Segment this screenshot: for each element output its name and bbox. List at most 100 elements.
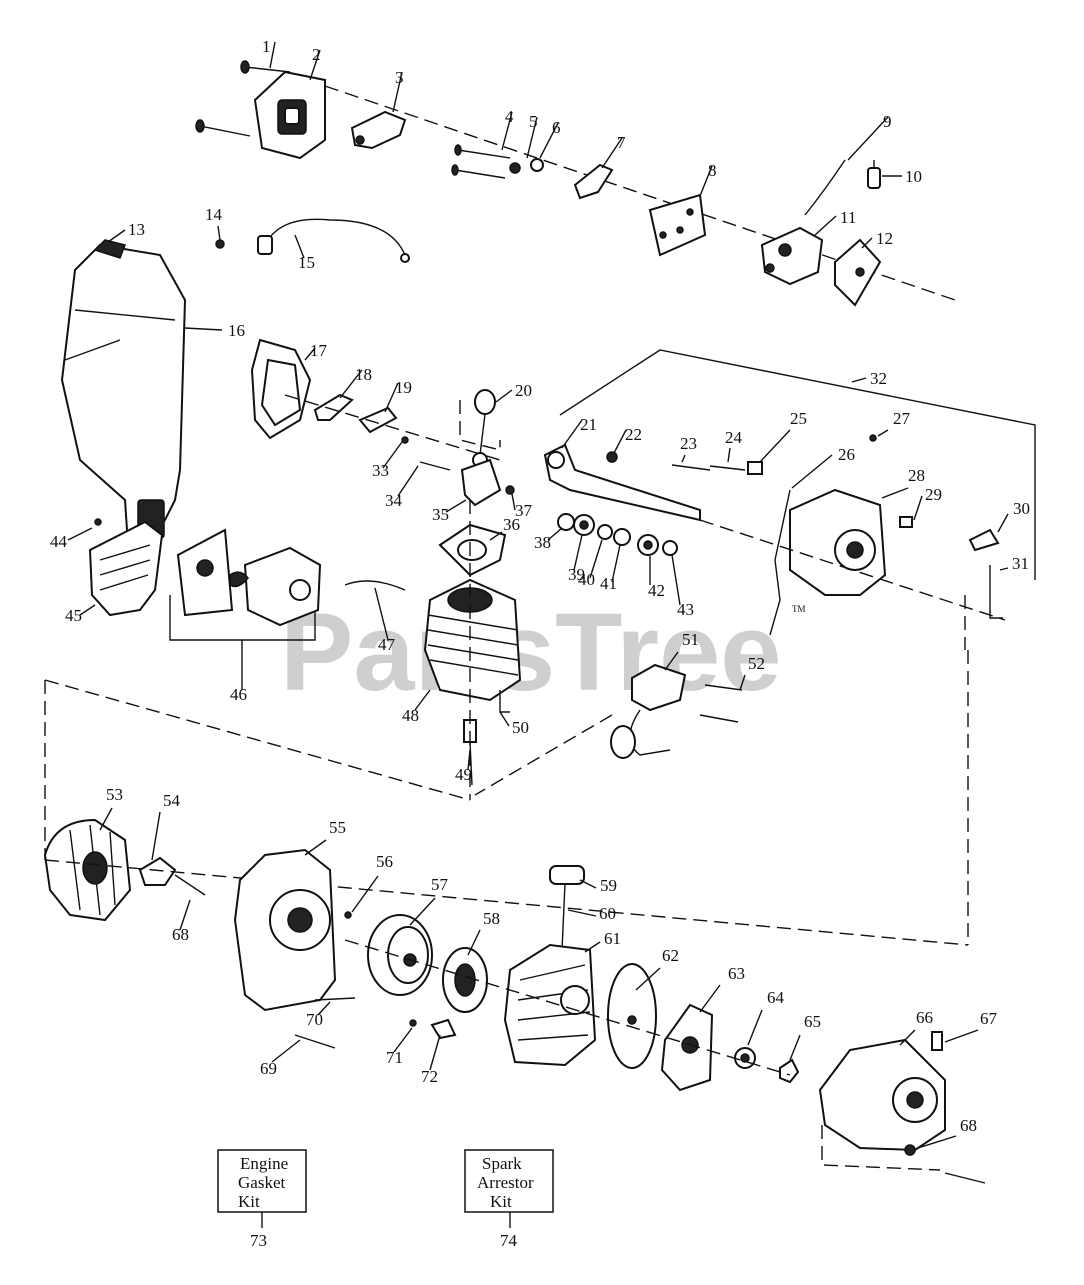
kit-74-number: 74: [500, 1231, 518, 1250]
leader-line-22: [613, 429, 627, 454]
dash-diag: [44, 679, 471, 801]
gasket-36: [438, 523, 507, 577]
bracket-3: [350, 110, 407, 150]
leader-line-58: [467, 929, 481, 956]
part-label-19: 19: [395, 378, 412, 397]
clip-30: [968, 528, 1000, 552]
muffler-45: [88, 520, 164, 617]
nut-6: [530, 158, 544, 172]
leader-line-70: [317, 1001, 331, 1016]
leader-lines: [67, 41, 1009, 1149]
screw-29: [899, 516, 913, 528]
kit-73-line-2: Gasket: [238, 1173, 285, 1192]
screw-52: [704, 684, 743, 691]
part-label-1: 1: [262, 37, 271, 56]
dash-clutch: [821, 1125, 941, 1171]
crankcase-28: [789, 488, 887, 596]
leader-line-49: [467, 749, 471, 771]
fan-housing-55: [233, 848, 337, 1012]
leader-line-36: [489, 531, 503, 541]
part-label-43: 43: [677, 600, 694, 619]
leader-line-45: [79, 604, 96, 616]
pin-34: [419, 461, 451, 471]
screw-75: [344, 911, 352, 919]
leader-line-31: [999, 567, 1009, 571]
part-label-61: 61: [604, 929, 621, 948]
tank-16: [60, 239, 187, 547]
leader-line-19: [384, 382, 399, 413]
part-label-66: 66: [916, 1008, 933, 1027]
carburetor-11: [760, 226, 824, 286]
kit-73-line-1: Engine: [240, 1154, 288, 1173]
part-label-32: 32: [870, 369, 887, 388]
part-label-68: 68: [172, 925, 189, 944]
leader-line-43: [671, 554, 681, 606]
part-label-59: 59: [600, 876, 617, 895]
plate-19: [358, 406, 398, 434]
leader-line-37: [511, 493, 516, 511]
block-25: [747, 461, 763, 475]
bracket-line-32: [559, 349, 1036, 580]
part-label-3: 3: [395, 68, 404, 87]
part-label-65: 65: [804, 1012, 821, 1031]
part-label-34: 34: [385, 491, 403, 510]
leader-line-39: [573, 534, 583, 571]
leader-line-4: [501, 111, 513, 151]
part-label-8: 8: [708, 161, 717, 180]
part-label-58: 58: [483, 909, 500, 928]
leader-line-60: [567, 909, 597, 917]
gasket-17-inner: [260, 358, 302, 427]
part-label-23: 23: [680, 434, 697, 453]
leader-line-16: [184, 327, 223, 331]
leader-line-59: [579, 879, 597, 889]
spark-arrestor-kit-box: Spark Arrestor Kit 74: [464, 1149, 554, 1250]
part-label-57: 57: [431, 875, 449, 894]
wire-26: [769, 489, 791, 636]
part-label-60: 60: [599, 904, 616, 923]
leader-line-68: [917, 1135, 957, 1149]
part-label-5: 5: [529, 112, 538, 131]
washer-5: [509, 162, 521, 174]
part-label-12: 12: [876, 229, 893, 248]
crankshaft-21: [543, 443, 701, 522]
part-label-42: 42: [648, 581, 665, 600]
part-label-36: 36: [503, 515, 520, 534]
part-label-72: 72: [421, 1067, 438, 1086]
leader-line-25: [759, 429, 791, 463]
part-label-9: 9: [883, 112, 892, 131]
part-label-21: 21: [580, 415, 597, 434]
part-label-10: 10: [905, 167, 922, 186]
part-label-7: 7: [617, 133, 626, 152]
part-label-22: 22: [625, 425, 642, 444]
part-label-25: 25: [790, 409, 807, 428]
screw-68b: [944, 1172, 986, 1184]
hex-key-31: [989, 565, 1003, 619]
part-label-26: 26: [838, 445, 855, 464]
cylinder-48: [423, 578, 522, 702]
leader-line-28: [881, 487, 909, 499]
part-label-24: 24: [725, 428, 743, 447]
screw-24: [709, 465, 746, 471]
dash-starter: [344, 939, 791, 1076]
wire-15: [257, 218, 410, 263]
part-label-17: 17: [310, 341, 328, 360]
part-label-16: 16: [228, 321, 245, 340]
part-label-37: 37: [515, 501, 533, 520]
part-label-13: 13: [128, 220, 145, 239]
part-label-69: 69: [260, 1059, 277, 1078]
part-label-53: 53: [106, 785, 123, 804]
leader-line-21: [561, 419, 583, 449]
kit-74-line-1: Spark: [482, 1154, 522, 1173]
part-label-35: 35: [432, 505, 449, 524]
clutch-housing-65: [818, 1038, 946, 1152]
starter-housing-60: [503, 943, 597, 1067]
part-label-67: 67: [980, 1009, 998, 1028]
clip-7: [573, 163, 614, 200]
part-label-30: 30: [1013, 499, 1030, 518]
leader-line-11: [814, 215, 837, 236]
handle-58: [549, 865, 585, 885]
screw-23: [671, 464, 711, 471]
part-label-14: 14: [205, 205, 223, 224]
